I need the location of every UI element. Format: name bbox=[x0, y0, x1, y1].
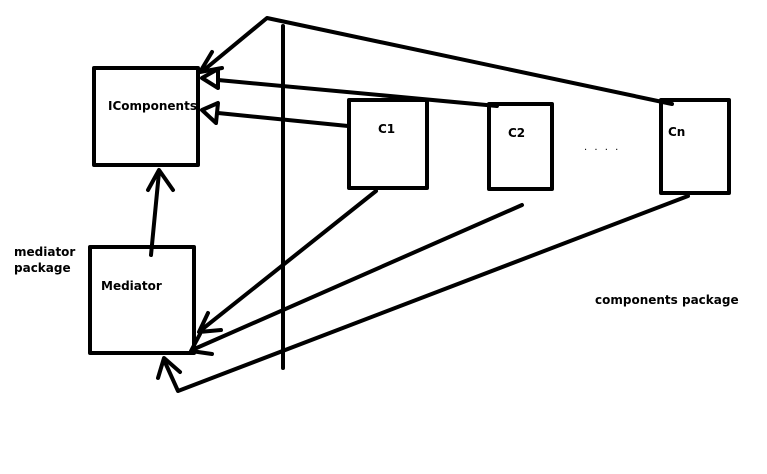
arrow-cn-to-icomponents bbox=[202, 16, 674, 106]
arrowhead-cn-mediator bbox=[156, 356, 182, 380]
icomponents-box bbox=[92, 66, 200, 167]
c2-box bbox=[487, 102, 554, 191]
arrow-c2-to-icomponents bbox=[216, 78, 499, 108]
arrowhead-mediator-icomponents bbox=[146, 168, 175, 192]
components-package-label: components package bbox=[595, 293, 739, 307]
mediator-label: Mediator bbox=[101, 279, 162, 293]
arrow-c1-to-mediator bbox=[198, 189, 378, 333]
c2-label: C2 bbox=[508, 126, 526, 140]
cn-box bbox=[659, 98, 731, 195]
mediator-box bbox=[88, 245, 196, 355]
arrow-mediator-to-icomponents bbox=[149, 170, 161, 257]
cn-label: Cn bbox=[668, 125, 686, 139]
arrowhead-c2-icomponents bbox=[200, 67, 220, 90]
mediator-package-label: mediator package bbox=[14, 244, 75, 276]
arrowhead-c1-icomponents bbox=[200, 101, 220, 125]
arrowhead-c1-mediator bbox=[197, 311, 223, 334]
mediator-package-label-line1: mediator bbox=[14, 245, 76, 259]
c1-label: C1 bbox=[378, 122, 396, 136]
arrow-c1-to-icomponents bbox=[216, 111, 350, 128]
arrowhead-c2-mediator bbox=[189, 332, 214, 356]
arrow-c2-to-mediator bbox=[190, 203, 524, 352]
mediator-package-label-line2: package bbox=[14, 261, 71, 275]
c1-box bbox=[347, 98, 429, 190]
icomponents-label: IComponents bbox=[108, 99, 197, 113]
arrow-cn-to-mediator bbox=[162, 194, 690, 393]
components-ellipsis: . . . . bbox=[584, 142, 621, 153]
